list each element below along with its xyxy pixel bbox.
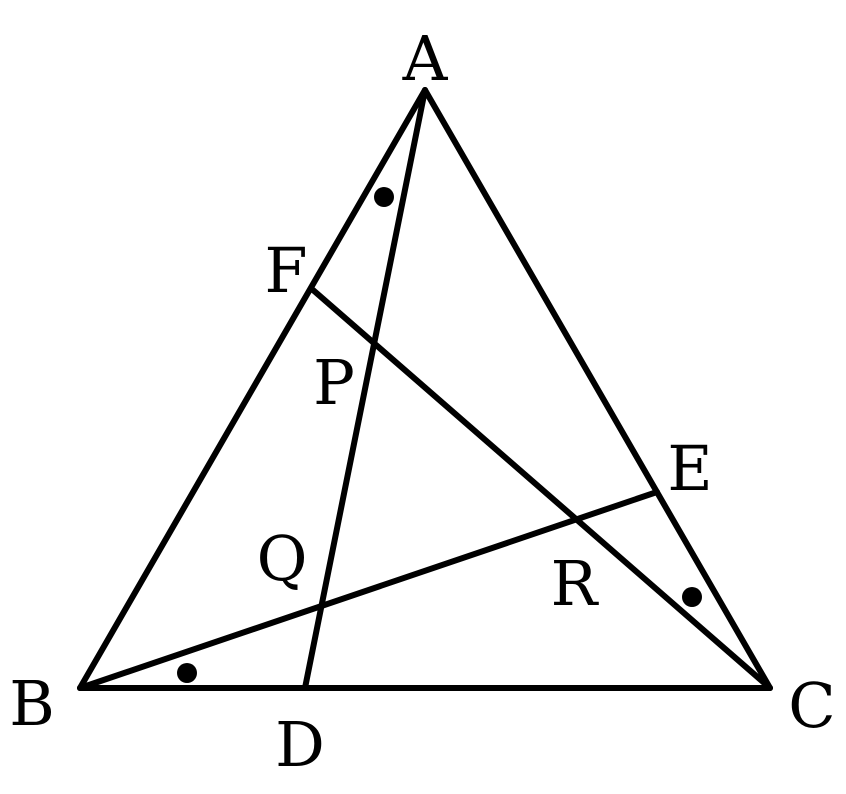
angle-mark-CBE [177, 663, 197, 683]
segment-AB [77, 87, 428, 691]
segment-AD [302, 87, 428, 691]
angle-mark-BAD [374, 187, 394, 207]
label-D: D [275, 708, 325, 781]
label-P: P [313, 346, 355, 419]
segment-BE [77, 489, 660, 691]
label-A: A [402, 22, 449, 95]
label-F: F [264, 234, 307, 307]
label-B: B [9, 667, 55, 740]
angle-mark-ACF [682, 587, 702, 607]
segment-AC [422, 87, 773, 691]
label-E: E [667, 432, 712, 505]
label-C: C [788, 669, 835, 742]
segment-CF [310, 287, 773, 691]
label-R: R [551, 547, 600, 620]
label-Q: Q [257, 522, 308, 595]
